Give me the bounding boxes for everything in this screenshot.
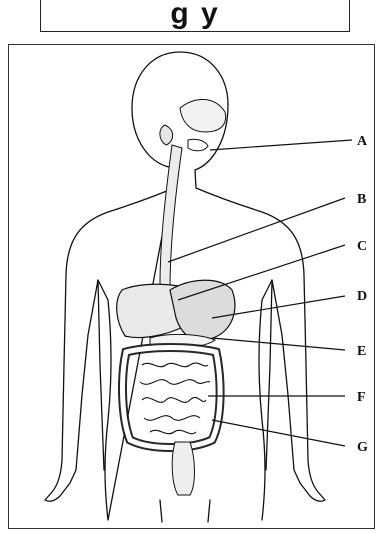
leader-line-c (178, 245, 345, 300)
label-e: E (357, 344, 366, 359)
label-d: D (357, 289, 367, 304)
label-c: C (357, 239, 367, 254)
rectum (172, 442, 194, 495)
leader-line-a (210, 140, 352, 150)
label-f: F (357, 390, 366, 405)
salivary-gland (160, 125, 173, 145)
label-a: A (357, 134, 368, 149)
leg-line (160, 500, 210, 522)
leader-line-b (168, 198, 345, 262)
stomach (170, 280, 235, 340)
left-arm-inner (98, 280, 104, 470)
small-intestine (140, 363, 210, 434)
label-b: B (357, 192, 366, 207)
leader-line-g (212, 420, 345, 446)
esophagus (160, 145, 182, 290)
leader-line-e (212, 338, 345, 350)
mouth-region (160, 99, 226, 150)
label-g: G (357, 440, 368, 455)
